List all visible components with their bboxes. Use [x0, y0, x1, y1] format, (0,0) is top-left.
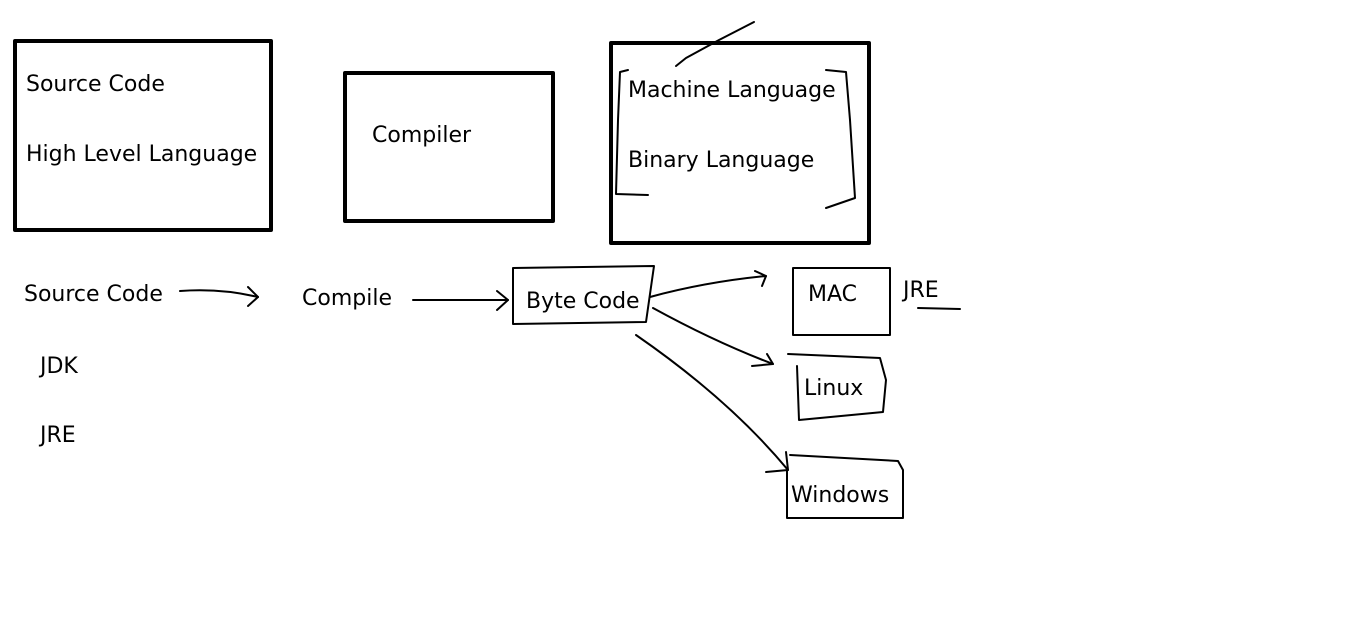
right-bracket-mark: [825, 69, 856, 209]
arrowhead-bytecode-to-mac: [754, 270, 767, 287]
linux-box: [787, 353, 887, 421]
jre-note: JRE: [40, 423, 76, 448]
windows-box: [786, 454, 904, 519]
machine-language-box: [609, 41, 871, 245]
binary-language-label: Binary Language: [628, 148, 815, 173]
source-code-title: Source Code: [26, 72, 165, 97]
machine-language-label: Machine Language: [628, 78, 836, 103]
linux-label: Linux: [804, 376, 864, 401]
arrowhead-bytecode-to-windows: [765, 451, 789, 473]
mac-box: [792, 267, 891, 336]
source-code-box: [13, 39, 273, 232]
compiler-label: Compiler: [372, 123, 472, 148]
flow-compile-label: Compile: [302, 286, 392, 311]
compiler-box: [343, 71, 555, 223]
left-bracket-mark: [615, 69, 649, 196]
mac-jre-note: JRE: [903, 278, 939, 303]
arrow-bytecode-to-mac: [649, 275, 767, 298]
arrowhead-bytecode-to-linux: [751, 353, 774, 367]
jdk-note: JDK: [40, 354, 78, 379]
byte-code-box: [512, 265, 655, 325]
arrow-source-to-compile: [179, 289, 259, 298]
tick-mark: [675, 21, 755, 67]
arrow-bytecode-to-windows: [635, 334, 789, 471]
jre-underline: [917, 307, 961, 310]
arrowhead-source-to-compile: [247, 286, 259, 307]
arrow-bytecode-to-linux: [652, 307, 774, 365]
mac-label: MAC: [808, 282, 858, 307]
arrowhead-compile-to-bytecode: [496, 290, 509, 311]
flow-byte-code-label: Byte Code: [526, 289, 640, 314]
windows-label: Windows: [791, 483, 890, 508]
flow-source-code-label: Source Code: [24, 282, 163, 307]
high-level-language-label: High Level Language: [26, 142, 258, 167]
